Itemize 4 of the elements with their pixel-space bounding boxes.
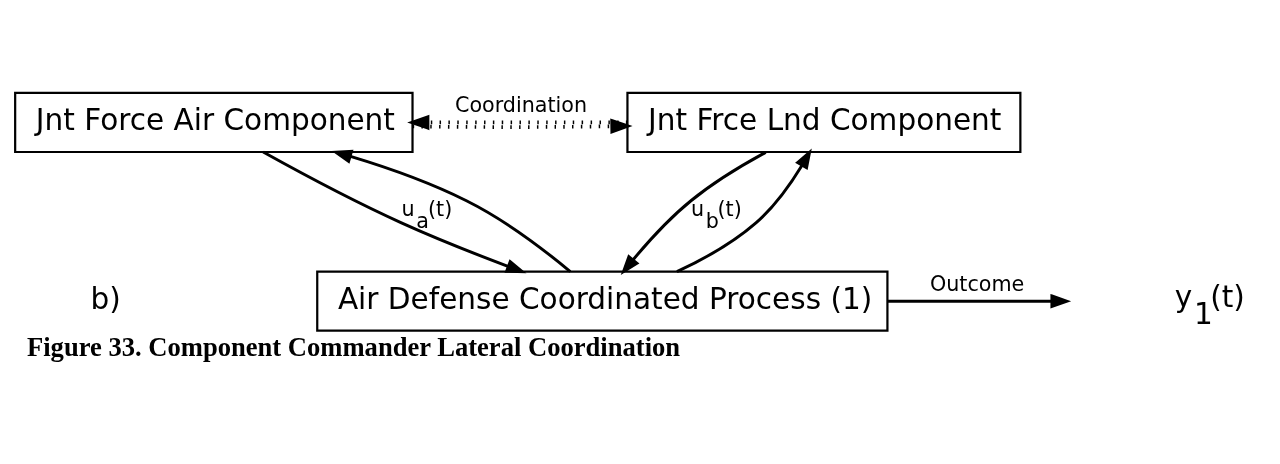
label: b) <box>90 281 121 316</box>
caption: Figure 33. Component Commander Lateral Coordination <box>26 331 681 362</box>
edge-label: Outcome <box>930 271 1025 296</box>
edge-label: Coordination <box>454 92 588 117</box>
